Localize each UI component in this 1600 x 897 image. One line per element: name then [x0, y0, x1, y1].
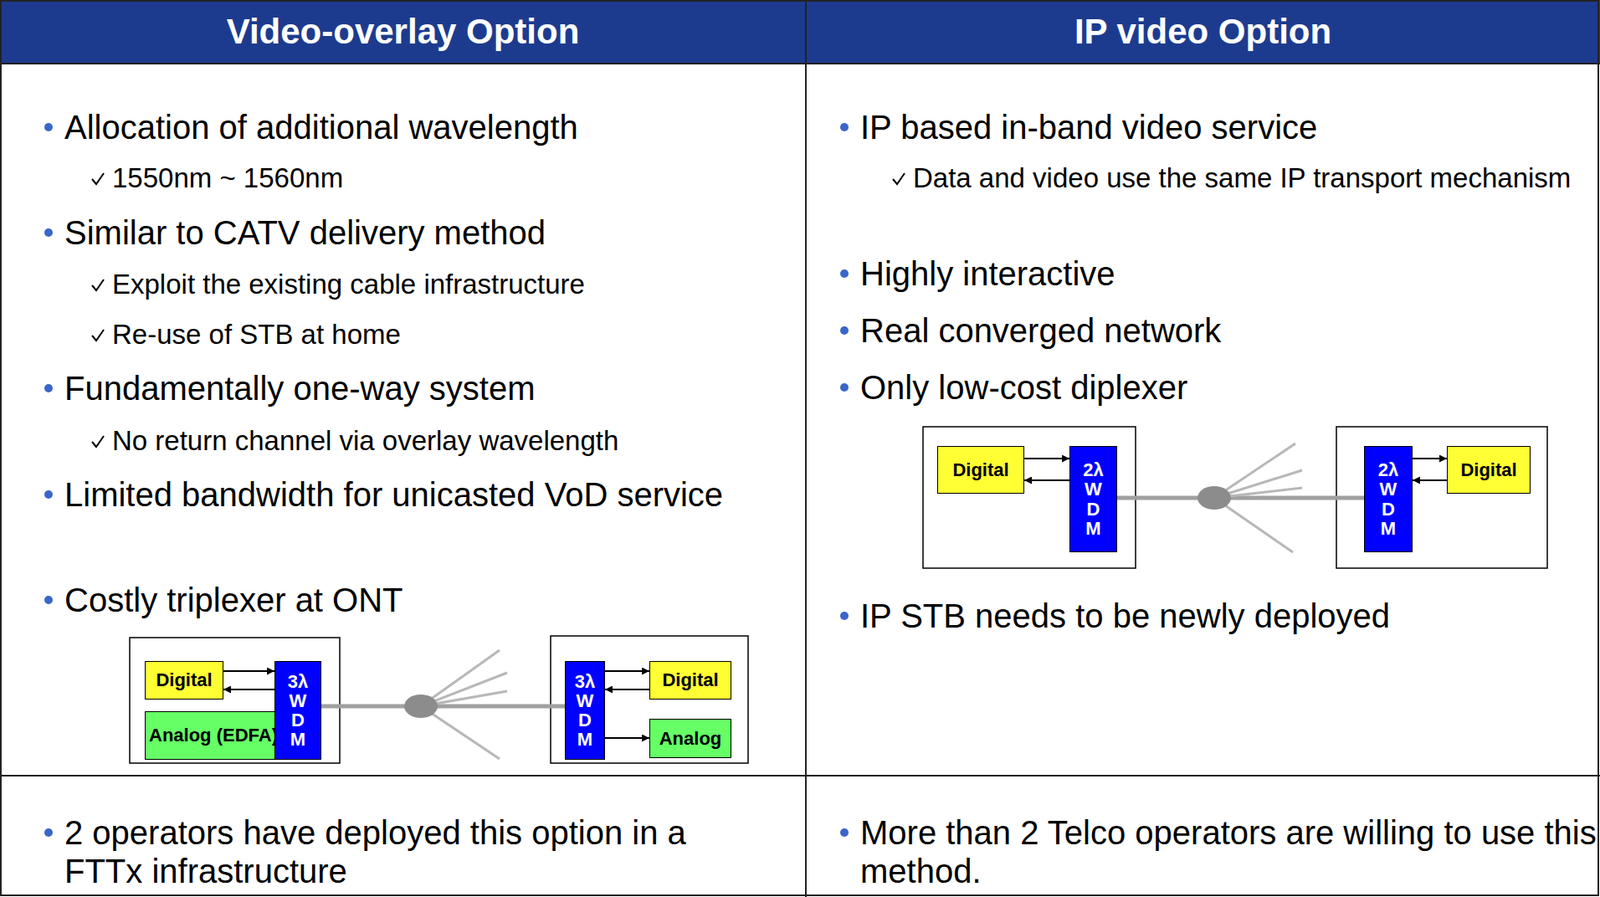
table-cell-text: IP STB needs to be newly deployed [860, 596, 1390, 636]
table-cell-text: Highly interactive [860, 254, 1116, 293]
box-label: Digital [155, 670, 212, 691]
table-cell-text: Fundamentally one-way system [64, 369, 535, 408]
signal-box: Analog (EDFA) [144, 711, 283, 760]
wdm-box: 2λ W D M [1364, 446, 1413, 553]
signal-arrow [1412, 457, 1447, 460]
row-line [0, 774, 1600, 777]
optical-splitter [1197, 486, 1231, 510]
signal-arrow [1024, 479, 1070, 482]
table-cell-text: IP based in-band video service [860, 107, 1318, 147]
signal-arrow [1412, 479, 1447, 482]
table-cell-text: 2 operators have deployed this option in… [64, 813, 772, 891]
ont-frame [550, 635, 749, 764]
column-header: Video-overlay Option [0, 11, 806, 52]
signal-box: Digital [937, 446, 1025, 494]
box-label: 2λ W D M [1082, 460, 1103, 538]
table-cell-text: 1550nm ~ 1560nm [112, 162, 344, 195]
signal-box: Digital [144, 661, 224, 700]
check-mark [90, 328, 106, 344]
wdm-box: 2λ W D M [1069, 446, 1118, 553]
signal-arrow [605, 737, 650, 739]
wdm-box: 3λ W D M [274, 661, 322, 760]
bullet-dot [840, 326, 849, 335]
header-band [0, 0, 1600, 64]
bullet-dot [840, 123, 849, 132]
bullet-dot [840, 269, 849, 278]
table-cell-text: Real converged network [860, 311, 1221, 350]
olt-frame [923, 426, 1136, 569]
olt-frame [129, 637, 340, 764]
box-label: 3λ W D M [287, 671, 308, 749]
column-header: IP video Option [805, 11, 1600, 52]
signal-arrow [605, 670, 650, 672]
signal-arrow [1024, 457, 1070, 460]
table-cell-text: Only low-cost diplexer [860, 368, 1188, 407]
fiber-link [1117, 496, 1365, 501]
box-label: Digital [661, 670, 718, 691]
signal-arrow [223, 670, 275, 672]
optical-splitter [404, 694, 438, 718]
check-mark [891, 171, 907, 187]
signal-box: Digital [1446, 446, 1531, 494]
wdm-box: 3λ W D M [564, 661, 606, 760]
table-cell-text: Costly triplexer at ONT [64, 580, 404, 620]
table-cell-text: Re-use of STB at home [112, 318, 401, 351]
table-cell-text: More than 2 Telco operators are willing … [860, 813, 1597, 891]
table-cell-text: Allocation of additional wavelength [64, 107, 579, 147]
check-mark [90, 171, 106, 187]
bullet-dot [44, 490, 53, 499]
bullet-dot [44, 123, 53, 132]
table-cell-text: Data and video use the same IP transport… [912, 162, 1575, 195]
signal-arrow [605, 688, 650, 691]
bullet-dot [840, 828, 849, 837]
table-cell-text: Similar to CATV delivery method [64, 213, 546, 252]
table-cell-text: Limited bandwidth for unicasted VoD serv… [64, 475, 734, 514]
check-mark [90, 277, 106, 293]
table-cell-text: Exploit the existing cable infrastructur… [112, 268, 585, 301]
row-line [0, 62, 1600, 65]
check-mark [90, 434, 106, 450]
box-label: Digital [1460, 460, 1517, 481]
box-label: Digital [952, 460, 1009, 481]
fiber-link [321, 704, 565, 709]
bullet-dot [44, 828, 53, 837]
ont-frame [1336, 426, 1548, 569]
bullet-dot [840, 611, 849, 621]
table-cell-text: No return channel via overlay wavelength [112, 425, 619, 457]
signal-box: Digital [649, 661, 732, 700]
column-line [805, 0, 807, 897]
signal-arrow [223, 688, 275, 691]
signal-box: Analog [649, 718, 732, 759]
box-label: Analog [659, 728, 723, 749]
box-label: 3λ W D M [574, 671, 595, 749]
box-label: 2λ W D M [1378, 460, 1399, 538]
bullet-dot [44, 595, 53, 605]
box-label: Analog (EDFA) [148, 725, 278, 746]
bullet-dot [44, 384, 53, 393]
bullet-dot [840, 383, 849, 392]
bullet-dot [44, 228, 53, 237]
